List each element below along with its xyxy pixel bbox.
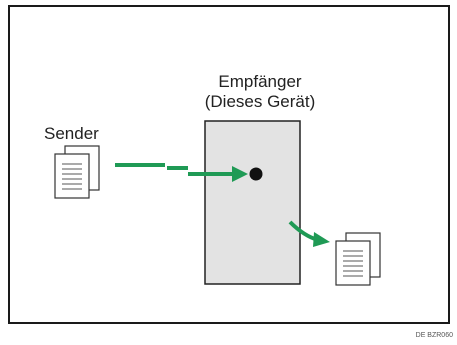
sender-documents-icon bbox=[54, 145, 100, 199]
receiver-title: Empfänger bbox=[218, 72, 302, 91]
figure-code: DE BZR060 bbox=[415, 332, 453, 339]
outgoing-arrow bbox=[288, 220, 330, 247]
receiver-device bbox=[204, 120, 301, 285]
receiver-subtitle: (Dieses Gerät) bbox=[204, 92, 316, 111]
receive-point-icon bbox=[249, 167, 263, 181]
output-documents-icon bbox=[335, 232, 381, 286]
sender-label: Sender bbox=[44, 124, 99, 143]
incoming-arrow bbox=[115, 163, 248, 182]
